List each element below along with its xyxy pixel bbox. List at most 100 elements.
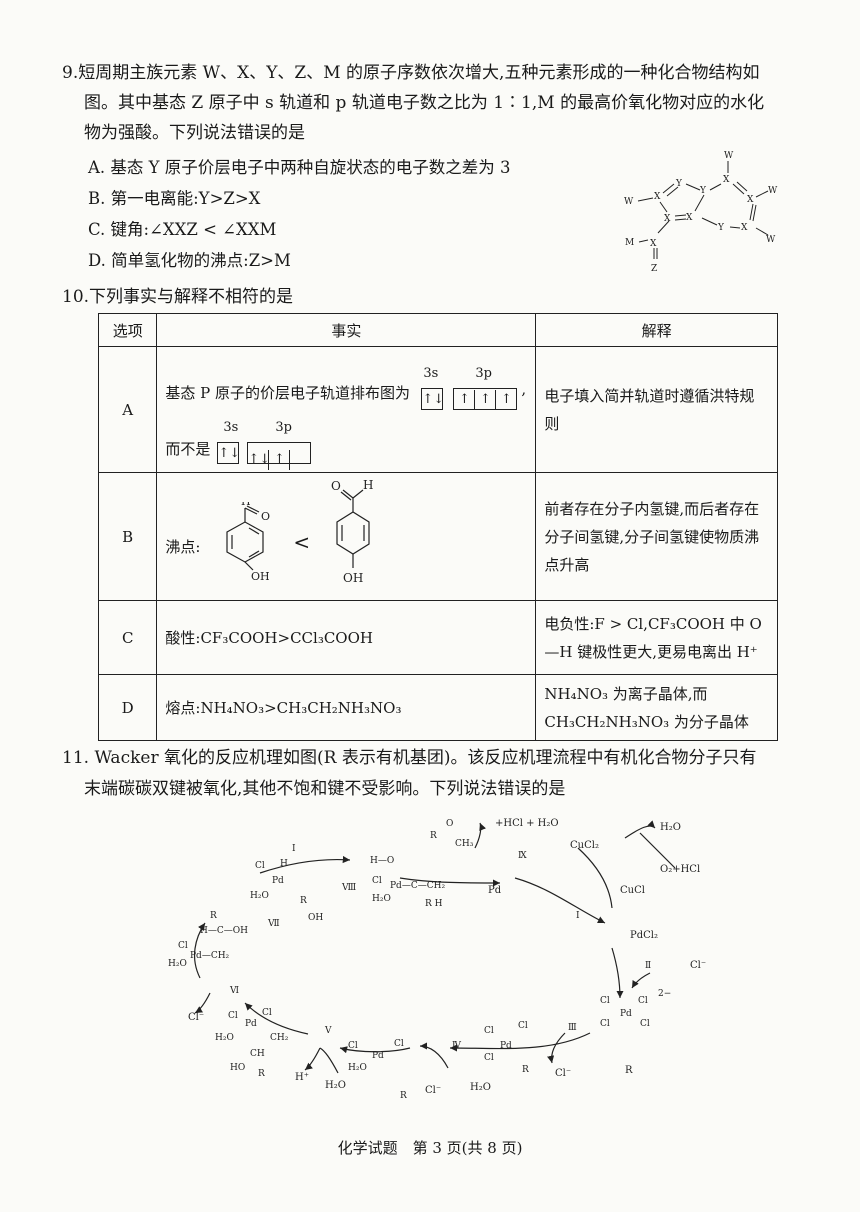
svg-text:Pd: Pd <box>620 1009 632 1019</box>
svg-text:2−: 2− <box>658 989 671 999</box>
svg-text:Cl: Cl <box>600 996 610 1006</box>
row-a-fact: 基态 P 原子的价层电子轨道排布图为 3s 3p ↑↓ ↑↑↑ , 而不是 3s… <box>156 346 537 473</box>
species-r-alkene: R <box>625 1065 633 1076</box>
row-a-fact-mid: 而不是 <box>165 439 211 458</box>
svg-text:Pd: Pd <box>245 1019 257 1029</box>
svg-text:R: R <box>210 911 217 921</box>
q10-stem: 10.下列事实与解释不相符的是 <box>62 287 294 307</box>
svg-text:Pd: Pd <box>372 1051 384 1061</box>
q9-atom-x-top: X <box>723 175 730 185</box>
q10-table: 选项 事实 解释 A 基态 P 原子的价层电子轨道排布图为 3s 3p ↑↓ ↑… <box>97 313 778 741</box>
row-d-fact: 熔点:NH₄NO₃>CH₃CH₂NH₃NO₃ <box>156 674 537 741</box>
svg-text:O: O <box>446 819 453 829</box>
svg-text:H—O: H—O <box>370 856 394 866</box>
row-d-explanation: NH₄NO₃ 为离子晶体,而 CH₃CH₂NH₃NO₃ 为分子晶体 <box>535 674 778 741</box>
step-ix: Ⅸ <box>518 851 527 861</box>
svg-text:Cl: Cl <box>640 1019 650 1029</box>
svg-text:Pd: Pd <box>500 1041 512 1051</box>
q9-structure-diagram: W X Y Y X W X W X X Y X W M X Z <box>624 151 778 274</box>
row-a-label: A <box>97 346 158 473</box>
q9-option-a: A. 基态 Y 原子价层电子中两种自旋状态的电子数之差为 3 <box>88 158 511 177</box>
species-h2o-iv: H₂O <box>470 1082 491 1093</box>
step-ii: Ⅱ <box>645 961 651 971</box>
orb-label-3s-2: 3s <box>223 419 239 435</box>
q9-atom-x-bottom: X <box>741 223 748 233</box>
svg-text:R: R <box>430 831 437 841</box>
q9-atom-x-2: X <box>664 214 671 224</box>
svg-text:CH₃: CH₃ <box>455 839 474 849</box>
svg-text:H: H <box>363 478 373 492</box>
q9-atom-x-1: X <box>654 192 661 202</box>
orbital-3p-correct: ↑↑↑ <box>453 387 518 410</box>
q9-atom-y-mid: Y <box>699 186 707 196</box>
table-row: A 基态 P 原子的价层电子轨道排布图为 3s 3p ↑↓ ↑↑↑ , 而不是 … <box>97 346 778 473</box>
orb-label-3s-1: 3s <box>423 365 439 381</box>
species-h2o-v: H₂O <box>325 1080 346 1091</box>
svg-text:R: R <box>522 1065 529 1075</box>
q9-atom-y-bottom: Y <box>717 223 725 233</box>
species-cucl2: CuCl₂ <box>570 840 599 851</box>
header-option: 选项 <box>97 313 158 347</box>
q9-atom-y-top: Y <box>675 179 683 189</box>
svg-text:H₂O: H₂O <box>168 959 187 969</box>
species-cl-minus-ii: Cl⁻ <box>690 960 706 971</box>
q9-atom-w-top: W <box>724 151 734 161</box>
species-cl-minus-iv: Cl⁻ <box>425 1085 441 1096</box>
svg-text:H₂O: H₂O <box>215 1033 234 1043</box>
table-row: D 熔点:NH₄NO₃>CH₃CH₂NH₃NO₃ NH₄NO₃ 为离子晶体,而 … <box>97 674 778 741</box>
q9-atom-x-4: X <box>650 239 657 249</box>
q9-atom-x-3: X <box>686 213 693 223</box>
svg-text:R H: R H <box>425 899 443 909</box>
svg-text:Cl: Cl <box>484 1026 494 1036</box>
orbital-3s-correct: ↑↓ <box>421 387 444 410</box>
svg-text:Cl: Cl <box>484 1053 494 1063</box>
q11-stem-line1: 11. Wacker 氧化的反应机理如图(R 表示有机基团)。该反应机理流程中有… <box>62 748 757 768</box>
species-pd: Pd <box>488 885 502 896</box>
svg-text:H: H <box>280 859 288 869</box>
row-d-explanation-line1: NH₄NO₃ 为离子晶体,而 <box>544 684 708 703</box>
svg-text:Cl: Cl <box>255 861 265 871</box>
svg-text:Pd: Pd <box>272 876 284 886</box>
q9-atom-w-bottom: W <box>766 235 776 245</box>
salicylaldehyde-structure: H O OH <box>226 502 270 582</box>
p-hydroxybenzaldehyde-structure: O H OH <box>331 478 373 585</box>
q9-atom-w-right: W <box>768 186 778 196</box>
species-pdcl2: PdCl₂ <box>630 930 658 941</box>
intermediate-complexes: R O CH₃ H—O Cl Pd—C—CH₂ H₂O R H Cl H Pd … <box>168 819 671 1101</box>
q9-option-d: D. 简单氢化物的沸点:Z>M <box>88 251 291 270</box>
svg-text:H₂O: H₂O <box>250 891 269 901</box>
row-b-fact-prefix: 沸点: <box>165 537 201 556</box>
table-header-row: 选项 事实 解释 <box>97 313 778 347</box>
svg-text:CH: CH <box>250 1049 265 1059</box>
step-i: Ⅰ <box>292 844 296 854</box>
species-cl-minus-vi: Cl⁻ <box>188 1012 204 1023</box>
step-vii: Ⅶ <box>267 919 280 929</box>
q9-atom-w-left: W <box>624 197 634 207</box>
q9-stem-line2: 图。其中基态 Z 原子中 s 轨道和 p 轨道电子数之比为 1∶1,M 的最高价… <box>84 93 765 113</box>
table-row: B 沸点: <box>97 472 778 601</box>
svg-text:H: H <box>241 502 251 508</box>
svg-text:H₂O: H₂O <box>372 894 391 904</box>
species-cucl: CuCl <box>620 885 645 896</box>
step-iv: Ⅳ <box>452 1041 462 1051</box>
row-b-fact: 沸点: H O <box>156 472 537 601</box>
svg-text:R: R <box>258 1069 265 1079</box>
svg-text:H—C—OH: H—C—OH <box>200 926 248 936</box>
row-d-explanation-line2: CH₃CH₂NH₃NO₃ 为分子晶体 <box>544 712 749 731</box>
species-h2o-top: H₂O <box>660 822 681 833</box>
svg-text:Cl: Cl <box>600 1019 610 1029</box>
svg-text:Cl: Cl <box>518 1021 528 1031</box>
svg-text:R: R <box>300 896 307 906</box>
svg-text:Cl: Cl <box>228 1011 238 1021</box>
q9-atom-z: Z <box>651 264 657 274</box>
orb-label-3p-1: 3p <box>475 365 492 381</box>
species-cl-minus-iii: Cl⁻ <box>555 1068 571 1079</box>
svg-text:Cl: Cl <box>638 996 648 1006</box>
q9-option-b: B. 第一电离能:Y>Z>X <box>88 189 261 208</box>
row-a-fact-prefix: 基态 P 原子的价层电子轨道排布图为 <box>165 383 411 402</box>
header-explanation: 解释 <box>535 313 778 347</box>
row-c-explanation: 电负性:F > Cl,CF₃COOH 中 O—H 键极性更大,更易电离出 H⁺ <box>535 600 778 675</box>
orbital-3s-wrong: ↑↓ <box>217 441 240 464</box>
svg-text:OH: OH <box>251 570 270 582</box>
